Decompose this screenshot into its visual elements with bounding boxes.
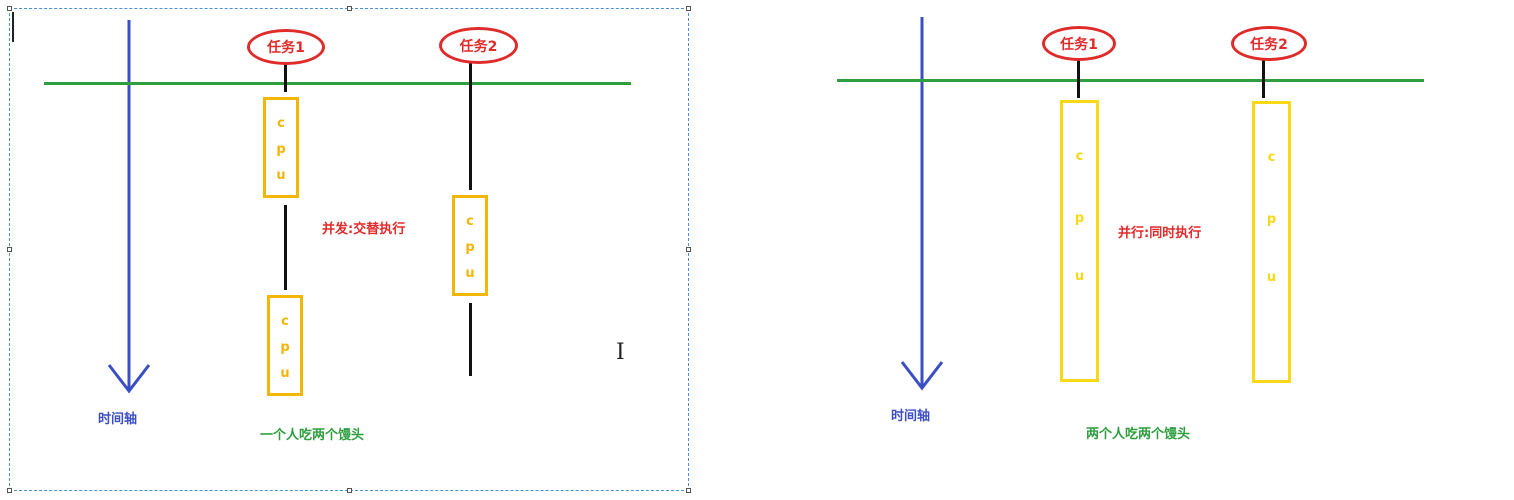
resize-handle-top-middle[interactable] bbox=[347, 6, 352, 11]
task2-line-lower bbox=[469, 303, 472, 376]
parallelism-panel: 任务1 任务2 c p u c p u 并行:同时执行 时间轴 两个人吃两个馒头 bbox=[800, 0, 1514, 500]
resize-handle-bottom-left[interactable] bbox=[7, 488, 12, 493]
timeline-arrow-icon bbox=[900, 17, 944, 391]
task1-stem bbox=[284, 62, 287, 92]
baseline bbox=[44, 82, 631, 85]
concurrency-note: 并发:交替执行 bbox=[322, 222, 406, 237]
text-caret bbox=[12, 12, 14, 42]
resize-handle-top-left[interactable] bbox=[7, 6, 12, 11]
task1-label: 任务1 bbox=[267, 40, 305, 56]
task2-label: 任务2 bbox=[459, 38, 498, 55]
timeline-label: 时间轴 bbox=[98, 412, 138, 427]
cpu-block-task1-first: c p u bbox=[263, 97, 299, 198]
baseline bbox=[837, 79, 1424, 82]
task2-ellipse: 任务2 bbox=[439, 27, 518, 64]
cpu-block-task2: c p u bbox=[1252, 101, 1291, 383]
task2-ellipse: 任务2 bbox=[1231, 26, 1307, 61]
task2-line-upper bbox=[469, 62, 472, 190]
parallelism-caption: 两个人吃两个馒头 bbox=[1086, 427, 1191, 442]
timeline-label: 时间轴 bbox=[891, 409, 931, 424]
cpu-block-task1: c p u bbox=[1060, 100, 1099, 382]
concurrency-caption: 一个人吃两个馒头 bbox=[260, 428, 365, 443]
task1-gap-line bbox=[284, 205, 287, 290]
timeline-arrow-icon bbox=[107, 20, 151, 394]
cpu-block-task1-second: c p u bbox=[267, 295, 303, 396]
task1-stem bbox=[1077, 58, 1080, 98]
task1-ellipse: 任务1 bbox=[247, 29, 325, 65]
resize-handle-bottom-right[interactable] bbox=[686, 488, 691, 493]
task2-stem bbox=[1262, 58, 1265, 98]
resize-handle-middle-right[interactable] bbox=[686, 247, 691, 252]
task1-label: 任务1 bbox=[1060, 36, 1098, 53]
resize-handle-bottom-middle[interactable] bbox=[347, 488, 352, 493]
resize-handle-top-right[interactable] bbox=[686, 6, 691, 11]
concurrency-panel: I 任务1 任务2 c p u c p u c p u 并发:交替执行 时间轴 … bbox=[0, 0, 700, 500]
resize-handle-middle-left[interactable] bbox=[7, 247, 12, 252]
parallelism-note: 并行:同时执行 bbox=[1118, 226, 1202, 241]
task2-label: 任务2 bbox=[1250, 36, 1288, 53]
task1-ellipse: 任务1 bbox=[1042, 26, 1116, 61]
cpu-block-task2: c p u bbox=[452, 195, 488, 296]
ibeam-cursor-icon: I bbox=[616, 340, 625, 365]
